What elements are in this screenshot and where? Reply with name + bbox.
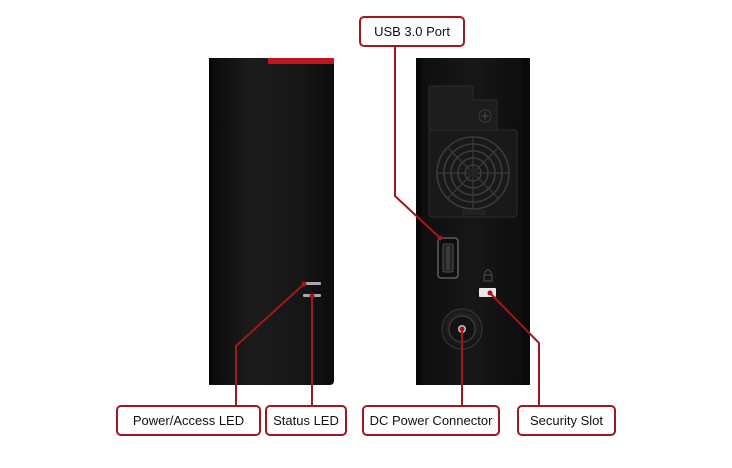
front-body bbox=[209, 58, 334, 385]
usb-port-icon bbox=[437, 237, 459, 279]
leader-anchors bbox=[301, 235, 493, 332]
back-left-edge bbox=[416, 58, 422, 385]
anchor-usb-port bbox=[437, 235, 443, 241]
power-access-led-callout: Power/Access LED bbox=[116, 405, 261, 436]
power-access-led bbox=[303, 282, 321, 285]
back-view bbox=[416, 58, 530, 385]
front-view bbox=[209, 58, 334, 385]
leader-security-slot bbox=[489, 292, 540, 406]
anchor-power-access-led bbox=[301, 281, 307, 287]
anchor-security-slot bbox=[487, 290, 493, 296]
leader-power-access-led bbox=[235, 283, 305, 406]
fan-hub bbox=[468, 168, 478, 178]
usb-port-callout: USB 3.0 Port bbox=[359, 16, 465, 47]
back-right-edge bbox=[522, 58, 530, 385]
front-side-edge bbox=[209, 58, 212, 385]
security-slot-callout: Security Slot bbox=[517, 405, 616, 436]
front-red-accent bbox=[268, 58, 334, 64]
dc-power-connector-callout: DC Power Connector bbox=[362, 405, 500, 436]
screw-slot bbox=[481, 112, 489, 120]
anchor-status-led bbox=[309, 293, 315, 299]
lock-icon bbox=[483, 269, 493, 282]
leader-lines bbox=[235, 46, 540, 406]
leader-usb-port bbox=[394, 46, 441, 239]
status-led-callout: Status LED bbox=[265, 405, 347, 436]
anchor-dc-power-connector bbox=[459, 326, 465, 332]
fan-bottom-tab bbox=[462, 210, 486, 215]
